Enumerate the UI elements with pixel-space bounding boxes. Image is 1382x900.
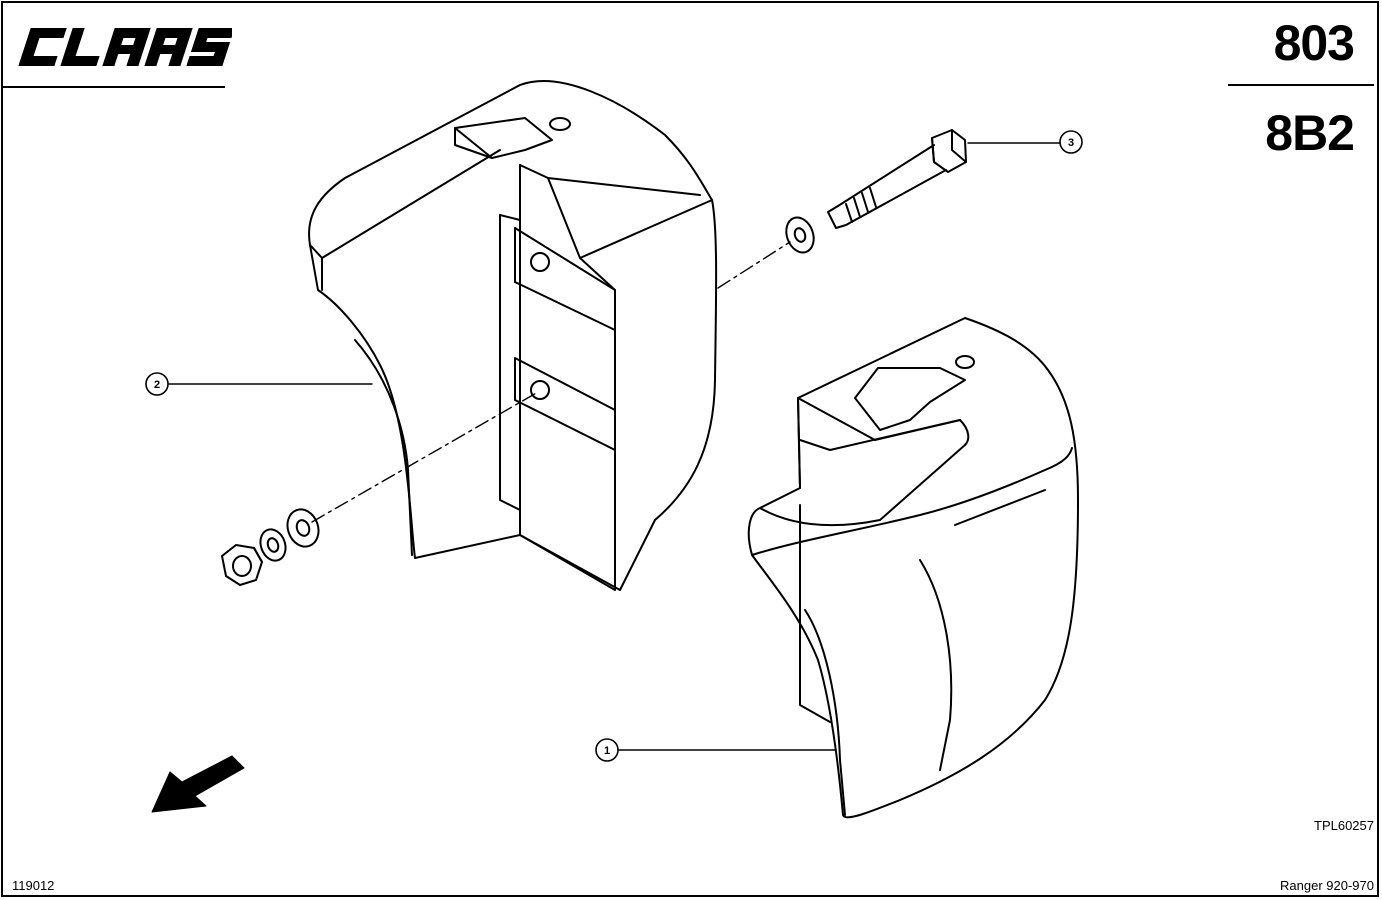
nut	[221, 544, 263, 586]
callout-3	[1059, 130, 1083, 154]
assembly-centre-lines	[311, 241, 791, 523]
drawing-id: TPL60257	[1314, 818, 1374, 833]
document-number: 119012	[12, 878, 55, 893]
counterweight-part-2	[308, 80, 718, 591]
section-code: 8B2	[1265, 105, 1355, 161]
counterweight-part-1	[747, 317, 1079, 819]
page-number: 803	[1273, 15, 1355, 71]
bolt-part-3	[827, 129, 967, 229]
washer-right	[785, 216, 815, 254]
claas-logo-icon	[18, 28, 232, 66]
spring-washer	[259, 528, 287, 562]
page-rule	[1228, 84, 1374, 86]
callout-1	[595, 738, 619, 762]
logo-rule	[3, 86, 225, 88]
leader-lines	[168, 142, 1061, 751]
direction-arrow-icon	[151, 755, 245, 813]
washer-left	[286, 508, 320, 548]
model-range: Ranger 920-970	[1280, 878, 1374, 893]
callout-2	[145, 372, 169, 396]
